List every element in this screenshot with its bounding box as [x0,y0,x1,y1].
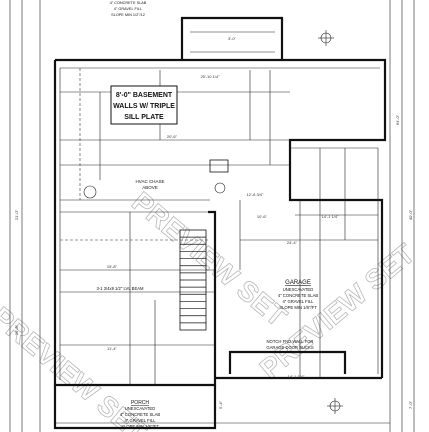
notch-note-line-2: GARAGE DOOR BUCKS [266,345,313,350]
dim-16: 5'-4" [218,400,223,409]
sump-pit-symbol [83,185,97,199]
dim-8: 15'-8" [107,264,118,269]
garage-line-2: 4" CONCRETE SLAB [278,293,319,298]
top-slab [180,16,334,60]
basement-note: 8'-0" BASEMENT WALLS W/ TRIPLE SILL PLAT… [110,85,178,125]
foundation-walls [53,58,387,387]
stairs [179,229,207,331]
hvac-note-line-1: HVAC CHASE [136,179,165,184]
porch-line-4: SLOPE MIN 1/8"/FT [121,424,159,429]
dim-13: 40'-0" [408,209,413,220]
dim-11: 21'-0" [14,209,19,220]
watermark-text-1: PREVIEW SET [126,186,293,333]
garage-line-1: UNEXCAVATED [283,287,313,292]
dim-2: 25'-10 1/4" [200,74,220,79]
top-slab-line-1: 4" CONCRETE SLAB [110,1,147,5]
basement-note-line-1: 8'-0" BASEMENT [116,92,173,99]
interior-lines [60,68,378,385]
watermark: PREVIEW SET PREVIEW SET PREVIEW SET [0,185,421,432]
garage-title: GARAGE [285,280,311,286]
dim-7: 24'-4" [287,240,298,245]
porch: PORCH UNEXCAVATED 4" CONCRETE SLAB 4" GR… [53,385,343,430]
dim-4: 12'-8 3/4" [247,192,264,197]
dimension-labels: 3'-0" 25'-10 1/4" 20'-6" 12'-8 3/4" 10'-… [14,36,413,409]
porch-line-2: 4" CONCRETE SLAB [120,412,161,417]
garage-labels: GARAGE UNEXCAVATED 4" CONCRETE SLAB 4" G… [228,280,347,374]
dim-5: 10'-6" [257,214,268,219]
notch-note-line-1: NOTCH FND WALL FOR [267,339,314,344]
garage-line-3: 4" GRAVEL FILL [282,299,314,304]
outer-dimension-lines [9,0,415,432]
porch-title: PORCH [131,400,149,406]
water-heater-symbol [214,182,226,194]
top-slab-labels: 4" CONCRETE SLAB 4" GRAVEL FILL SLOPE MI… [110,1,147,17]
basement-note-line-2: WALLS W/ TRIPLE [113,103,175,110]
porch-line-3: 4" GRAVEL FILL [124,418,156,423]
porch-line-1: UNEXCAVATED [125,406,155,411]
dim-3: 20'-6" [167,134,178,139]
beam-note: 3-1 3/4x9 1/2" LVL BEAM [96,286,144,291]
dim-15: 7'-0" [408,400,413,409]
dim-9: 11'-4" [107,346,117,351]
basement-note-line-3: SILL PLATE [124,114,164,121]
dim-6: 14'-1 1/4" [322,214,339,219]
dim-1: 3'-0" [228,36,237,41]
dim-14: 64'-0" [395,114,400,125]
dim-12: 26'-8" [14,324,19,335]
top-slab-line-2: 4" GRAVEL FILL [114,7,142,11]
dim-10: 14'-1 1/4" [288,374,305,379]
hvac-chase: HVAC CHASE ABOVE [83,159,229,199]
top-slab-line-3: SLOPE MIN 1/2"/12 [111,13,145,17]
garage-line-4: SLOPE MIN 1/8"/FT [279,305,317,310]
hvac-note-line-2: ABOVE [142,185,158,190]
